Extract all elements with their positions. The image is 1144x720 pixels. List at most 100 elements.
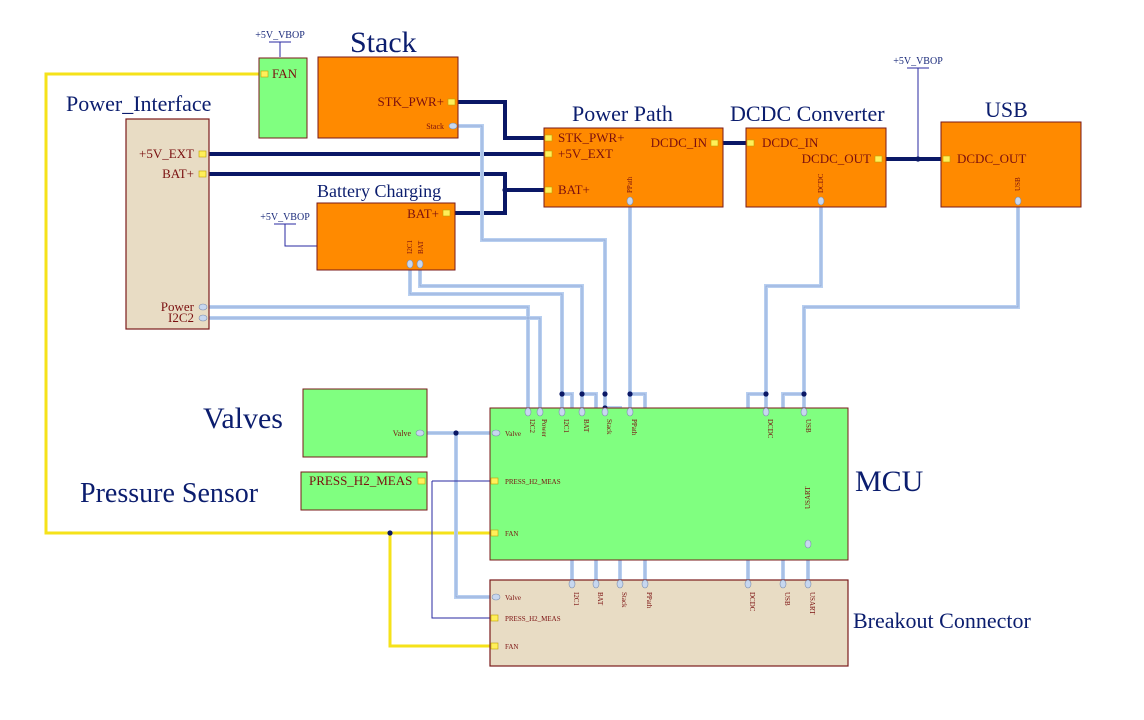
bc-pin-bat: BAT: [417, 240, 425, 254]
valves-block[interactable]: Valves Valve: [203, 388, 428, 458]
dcdc-pin-dcdc: DCDC: [817, 173, 825, 193]
bc-pin-bat-marker: [416, 259, 424, 269]
mcu-left-pins: Valve PRESS_H2_MEAS FAN: [490, 429, 561, 538]
dcdc-supply-label: +5V_VBOP: [893, 56, 943, 67]
bo-pin-usb: USB: [783, 592, 791, 606]
pi-pin-5v-ext-marker: [198, 150, 207, 158]
stack-pin-stack: Stack: [426, 122, 444, 131]
fan-breakout-wire: [388, 533, 492, 648]
pp-pin-dcdc-in: DCDC_IN: [651, 135, 708, 150]
mcu-pin-stack: Stack: [605, 419, 613, 435]
usb-pin-dcdc-out: DCDC_OUT: [957, 151, 1026, 166]
bo-pin-usart: USART: [808, 592, 816, 615]
mcu-pin-ppath: PPath: [630, 419, 638, 436]
battery-supply-symbol: [274, 223, 318, 247]
breakout-top-pins: I2C1 BAT Stack PPath DCDC USB USART: [568, 579, 816, 615]
mcu-top-pins: I2C2 Power I2C1 BAT Stack PPath DCDC USB: [524, 407, 812, 439]
mcu-pin-fan: FAN: [505, 530, 518, 538]
bc-pin-i2c1: I2C1: [406, 240, 414, 255]
pressure-title: Pressure Sensor: [80, 478, 259, 509]
breakout-left-pins: Valve PRESS_H2_MEAS FAN: [490, 593, 561, 651]
bc-pin-bat-plus-marker: [442, 209, 451, 217]
fan-pin: [260, 70, 269, 78]
mcu-pin-power: Power: [540, 419, 548, 438]
pi-pin-bat-plus-marker: [198, 170, 207, 178]
fan-wire: [44, 72, 492, 535]
mcu-pin-bat: BAT: [582, 419, 590, 433]
breakout-title: Breakout Connector: [853, 608, 1031, 633]
dcdc-pin-in: DCDC_IN: [762, 135, 819, 150]
stack-title: Stack: [350, 26, 417, 59]
bc-pin-i2c1-marker: [406, 259, 414, 269]
mcu-box: [489, 407, 849, 561]
mcu-pin-usart-marker: [804, 539, 812, 549]
valves-pin: Valve: [393, 429, 412, 438]
fan-pin-label: FAN: [272, 66, 298, 81]
pp-pin-bat-plus-marker: [544, 186, 553, 194]
mcu-pin-valve: Valve: [505, 430, 521, 438]
pi-pin-i2c2-marker: [198, 314, 208, 322]
dcdc-pin-out: DCDC_OUT: [802, 151, 871, 166]
power-path-block[interactable]: Power Path STK_PWR+ +5V_EXT BAT+ DCDC_IN…: [543, 101, 724, 208]
breakout-box: [489, 579, 849, 667]
pressure-box: [300, 471, 428, 511]
usb-pin-dcdc-out-marker: [942, 155, 951, 163]
pp-pin-bat-plus: BAT+: [558, 182, 590, 197]
battery-supply-label: +5V_VBOP: [260, 212, 310, 223]
usb-pin-usb-marker: [1014, 196, 1022, 206]
battery-charging-block[interactable]: Battery Charging +5V_VBOP BAT+ I2C1 BAT: [260, 181, 456, 271]
pp-pin-dcdc-in-marker: [710, 139, 719, 147]
mcu-pin-usart: USART: [804, 486, 812, 509]
pp-pin-stk-pwr-marker: [544, 134, 553, 142]
pp-pin-5v-ext: +5V_EXT: [558, 146, 613, 161]
stack-pin-stk-pwr-marker: [447, 98, 456, 106]
bo-pin-bat: BAT: [596, 592, 604, 606]
mcu-title: MCU: [855, 465, 924, 498]
stk-pwr-wire: [455, 100, 548, 140]
fan-block[interactable]: +5V_VBOP FAN: [255, 30, 308, 139]
pp-pin-stk-pwr: STK_PWR+: [558, 130, 625, 145]
bc-pin-bat-plus: BAT+: [407, 206, 439, 221]
power-path-title: Power Path: [572, 101, 673, 126]
bat-plus-wire: [205, 172, 548, 192]
battery-title: Battery Charging: [317, 181, 441, 201]
bo-pin-press: PRESS_H2_MEAS: [505, 615, 561, 623]
bo-pin-stack: Stack: [620, 592, 628, 608]
usb-block[interactable]: USB DCDC_OUT USB: [940, 97, 1082, 208]
dcdc-supply-symbol: [907, 67, 929, 159]
mcu-pin-press: PRESS_H2_MEAS: [505, 478, 561, 486]
bo-pin-valve: Valve: [505, 594, 521, 602]
bo-pin-i2c1: I2C1: [572, 592, 580, 607]
pp-pin-ppath: PPath: [626, 176, 634, 193]
pi-pin-5v-ext: +5V_EXT: [139, 146, 194, 161]
dcdc-pin-in-marker: [746, 139, 755, 147]
dcdc-block[interactable]: DCDC Converter +5V_VBOP DCDC_IN DCDC_OUT…: [730, 56, 943, 208]
fan-supply-label: +5V_VBOP: [255, 30, 305, 41]
mcu-pin-usb: USB: [804, 419, 812, 433]
pi-pin-power-marker: [198, 303, 208, 311]
press-breakout-wire: [431, 481, 494, 619]
valves-pin-marker: [415, 429, 425, 437]
dcdc-pin-out-marker: [874, 155, 883, 163]
stack-pin-stk-pwr: STK_PWR+: [377, 94, 444, 109]
breakout-connector-block[interactable]: Breakout Connector I2C1 BAT Stack PPath …: [489, 579, 1031, 667]
mcu-block[interactable]: MCU I2C2 Power I2C1 BAT Stack PPath DCDC…: [489, 407, 924, 561]
dcdc-title: DCDC Converter: [730, 101, 885, 126]
mcu-pin-i2c2: I2C2: [528, 419, 536, 434]
valves-box: [302, 388, 428, 458]
wires: [44, 41, 1020, 648]
power-interface-box: [125, 118, 210, 330]
stack-block[interactable]: Stack STK_PWR+ Stack: [317, 26, 459, 139]
junctions: [387, 156, 921, 536]
bo-pin-ppath: PPath: [645, 592, 653, 609]
fan-supply-symbol: [269, 41, 291, 57]
battery-bat-plus-wire: [450, 190, 507, 215]
power-interface-block[interactable]: Power_Interface +5V_EXT BAT+ Power I2C2: [66, 91, 211, 330]
dcdc-pin-dcdc-marker: [817, 196, 825, 206]
mcu-pin-dcdc: DCDC: [766, 419, 774, 439]
bo-pin-fan: FAN: [505, 643, 518, 651]
stack-pin-stack-marker: [448, 122, 458, 130]
pressure-sensor-block[interactable]: Pressure Sensor PRESS_H2_MEAS: [80, 471, 428, 511]
stack-box: [317, 56, 459, 139]
valves-title: Valves: [203, 402, 283, 435]
